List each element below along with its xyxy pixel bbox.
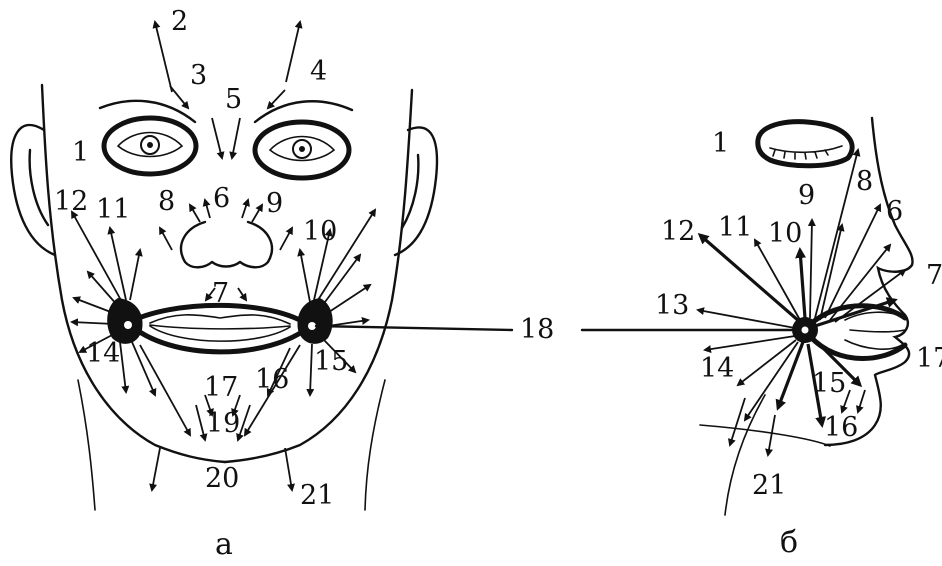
arrow-ray-l2 — [88, 272, 118, 306]
neck-right — [365, 380, 385, 510]
p-arrow-10 — [800, 250, 805, 318]
profile-lips-lower — [845, 340, 902, 349]
caption-b: б — [780, 528, 798, 558]
label-b-10: 10 — [768, 220, 802, 247]
arrow-5b — [232, 118, 240, 158]
p-arrow-chin2 — [858, 390, 865, 412]
label-a-12: 12 — [54, 188, 88, 215]
p-arrow-9 — [810, 220, 812, 318]
arrow-19a — [196, 405, 205, 440]
label-b-11: 11 — [718, 214, 752, 241]
label-18: 18 — [520, 316, 554, 343]
neck-left — [78, 380, 95, 510]
arrow-11 — [110, 228, 126, 300]
label-b-7: 7 — [926, 262, 942, 289]
label-b-17: 17 — [916, 345, 942, 372]
lips-upper — [150, 315, 290, 324]
profile-eye-ring — [758, 122, 852, 166]
label-b-6: 6 — [886, 198, 903, 225]
arrow-5a — [212, 118, 222, 158]
arrow-14 — [120, 342, 126, 392]
arrow-9b — [242, 200, 248, 218]
p-arrow-13 — [698, 310, 795, 328]
pupil-right-dot — [299, 146, 305, 152]
label-b-8: 8 — [856, 168, 873, 195]
profile-eyelashes — [770, 146, 842, 159]
label-b-21: 21 — [752, 472, 786, 499]
label-b-14: 14 — [700, 355, 734, 382]
arrow-7b — [238, 288, 246, 300]
profile-lips-line — [850, 330, 905, 332]
arrow-20a — [152, 448, 160, 490]
label-b-12: 12 — [661, 218, 695, 245]
arrow-4 — [286, 22, 300, 82]
arrow-ray-r6 — [310, 344, 312, 395]
label-a-8: 8 — [158, 188, 175, 215]
label-a-9: 9 — [266, 190, 283, 217]
label-a-19: 19 — [206, 410, 240, 437]
pupil-left-dot — [147, 142, 153, 148]
arrow-21a — [285, 448, 292, 490]
arrow-8b — [205, 200, 210, 218]
arrow-12 — [72, 212, 122, 302]
p-arrow-21a — [730, 398, 745, 445]
arrow-3 — [170, 86, 188, 108]
connector-18-left — [316, 326, 512, 330]
label-a-1: 1 — [72, 139, 89, 166]
front-face — [11, 22, 512, 510]
profile-jaw — [700, 425, 830, 446]
label-a-16: 16 — [255, 366, 289, 393]
p-arrow-11 — [755, 240, 800, 320]
p-arrow-ray4 — [745, 342, 798, 420]
modiolus-right — [297, 298, 332, 344]
label-a-20: 20 — [205, 465, 239, 492]
arrow-9a — [252, 205, 262, 222]
label-a-6: 6 — [213, 185, 230, 212]
label-a-17: 17 — [204, 374, 238, 401]
label-a-21: 21 — [300, 482, 334, 509]
p-arrow-21b — [768, 415, 775, 455]
arrow-6b — [280, 228, 292, 250]
arrow-ray-l3 — [74, 298, 116, 314]
label-b-9: 9 — [798, 182, 815, 209]
eyebrow-right — [255, 101, 352, 122]
label-a-11: 11 — [96, 196, 130, 223]
label-a-2: 2 — [171, 8, 188, 35]
label-a-15: 15 — [314, 348, 348, 375]
label-b-16: 16 — [824, 414, 858, 441]
label-a-7: 7 — [212, 280, 229, 307]
label-a-10: 10 — [303, 218, 337, 245]
arrow-ray-r5 — [328, 320, 368, 326]
lips-line — [150, 325, 290, 329]
nose — [181, 222, 272, 267]
p-arrow-14 — [705, 336, 795, 350]
arrow-8a — [190, 205, 200, 222]
modiolus-left — [107, 298, 142, 344]
label-a-5: 5 — [225, 86, 242, 113]
label-a-4: 4 — [310, 58, 327, 85]
arrow-ray-r2 — [300, 250, 310, 302]
label-a-14: 14 — [86, 340, 120, 367]
arrow-ray-r4 — [326, 285, 370, 314]
label-b-13: 13 — [655, 292, 689, 319]
arrow-6a — [160, 228, 172, 250]
caption-a: а — [215, 530, 233, 560]
label-b-1: 1 — [712, 130, 729, 157]
label-b-15: 15 — [812, 370, 846, 397]
p-arrow-ray3 — [738, 340, 796, 385]
arrow-ray-l1 — [130, 250, 140, 300]
profile-modiolus-center — [802, 327, 809, 334]
modiolus-left-center — [124, 321, 132, 329]
arrow-2 — [155, 22, 172, 92]
arrow-ray-l7 — [140, 345, 190, 435]
label-a-3: 3 — [190, 62, 207, 89]
